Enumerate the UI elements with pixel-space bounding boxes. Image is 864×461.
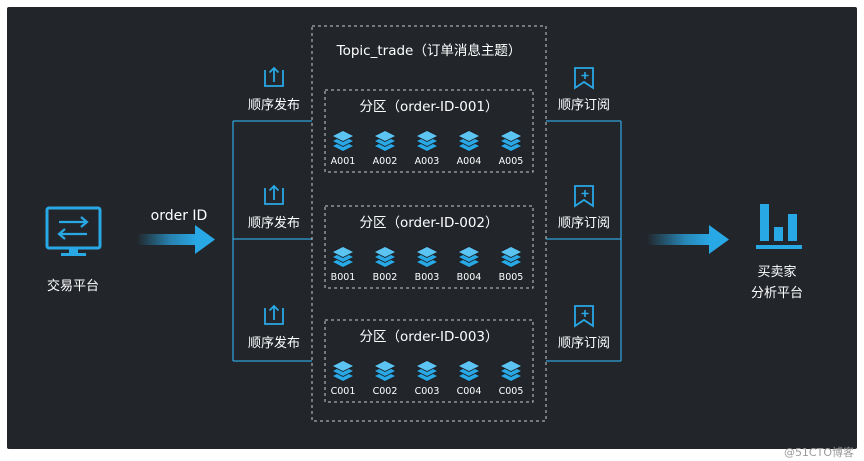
consumer-label-line1: 买卖家 [757, 264, 796, 280]
publish-label: 顺序发布 [248, 215, 300, 231]
message-stack-icon [331, 130, 355, 152]
message-label: C002 [373, 386, 398, 397]
output-arrow [647, 225, 729, 254]
message-label: B001 [331, 272, 356, 283]
bookmark-add-icon [574, 305, 594, 328]
message-label: C001 [331, 386, 356, 397]
subscribe-label: 顺序订阅 [558, 216, 610, 231]
message-stack-icon [499, 360, 523, 382]
message-label: C005 [499, 386, 524, 397]
message-stack-icon [373, 360, 397, 382]
message-stack-icon [373, 246, 397, 268]
topic-box [311, 25, 547, 422]
upload-icon [264, 66, 284, 87]
message-label: C004 [457, 386, 482, 397]
upload-icon [264, 304, 284, 325]
partition-border [324, 205, 534, 289]
subscribe-tree-line [546, 120, 622, 362]
message-stack-icon [373, 130, 397, 152]
message-stack-icon [457, 360, 481, 382]
message-label: C003 [415, 386, 440, 397]
flow-label: order ID [151, 208, 208, 224]
message-label: A005 [499, 156, 524, 167]
diagram-frame: order ID 交易平台 Topic_trade（订单消息主题） 分区（ord… [7, 7, 857, 449]
connector-lines [232, 120, 622, 362]
source-label: 交易平台 [47, 278, 99, 294]
message-label: A004 [457, 156, 482, 167]
message-label: B005 [499, 272, 524, 283]
message-stack-icon [499, 130, 523, 152]
partition-title: 分区（order-ID-002） [359, 215, 498, 231]
message-label: A001 [331, 156, 356, 167]
publish-label: 顺序发布 [248, 335, 300, 351]
partition-box: 分区（order-ID-003） C001 C002 C003 C004 C005 [324, 319, 534, 403]
subscribe-label: 顺序订阅 [558, 336, 610, 351]
publish-tree-line [232, 120, 312, 362]
message-stack-icon [415, 130, 439, 152]
consumer-label-line2: 分析平台 [751, 286, 803, 301]
publish-label: 顺序发布 [248, 97, 300, 113]
partition-title: 分区（order-ID-003） [359, 329, 498, 345]
monitor-transfer-icon [45, 206, 102, 256]
partition-title: 分区（order-ID-001） [359, 99, 498, 115]
message-label: B002 [373, 272, 398, 283]
upload-icon [264, 184, 284, 205]
partition-box: 分区（order-ID-001） A001 A002 A003 A004 A005 [324, 89, 534, 173]
message-label: A003 [415, 156, 440, 167]
partition-border [324, 89, 534, 173]
partition-box: 分区（order-ID-002） B001 B002 B003 B004 B005 [324, 205, 534, 289]
message-label: B003 [415, 272, 440, 283]
watermark: @51CTO博客 [783, 446, 854, 459]
message-stack-icon [415, 246, 439, 268]
message-stack-icon [499, 246, 523, 268]
message-stack-icon [457, 246, 481, 268]
bookmark-add-icon [574, 67, 594, 90]
message-label: B004 [457, 272, 482, 283]
message-stack-icon [331, 246, 355, 268]
pubsub-labels: 顺序发布顺序订阅顺序发布顺序订阅顺序发布顺序订阅 [248, 66, 610, 351]
input-arrow [137, 225, 215, 254]
partition-border [324, 319, 534, 403]
message-stack-icon [457, 130, 481, 152]
topic-title: Topic_trade（订单消息主题） [336, 42, 522, 59]
ordered-message-diagram: order ID 交易平台 Topic_trade（订单消息主题） 分区（ord… [45, 25, 803, 422]
subscribe-label: 顺序订阅 [558, 98, 610, 113]
message-label: A002 [373, 156, 398, 167]
bookmark-add-icon [574, 185, 594, 208]
message-stack-icon [415, 360, 439, 382]
message-stack-icon [331, 360, 355, 382]
bar-chart-icon [756, 204, 802, 249]
